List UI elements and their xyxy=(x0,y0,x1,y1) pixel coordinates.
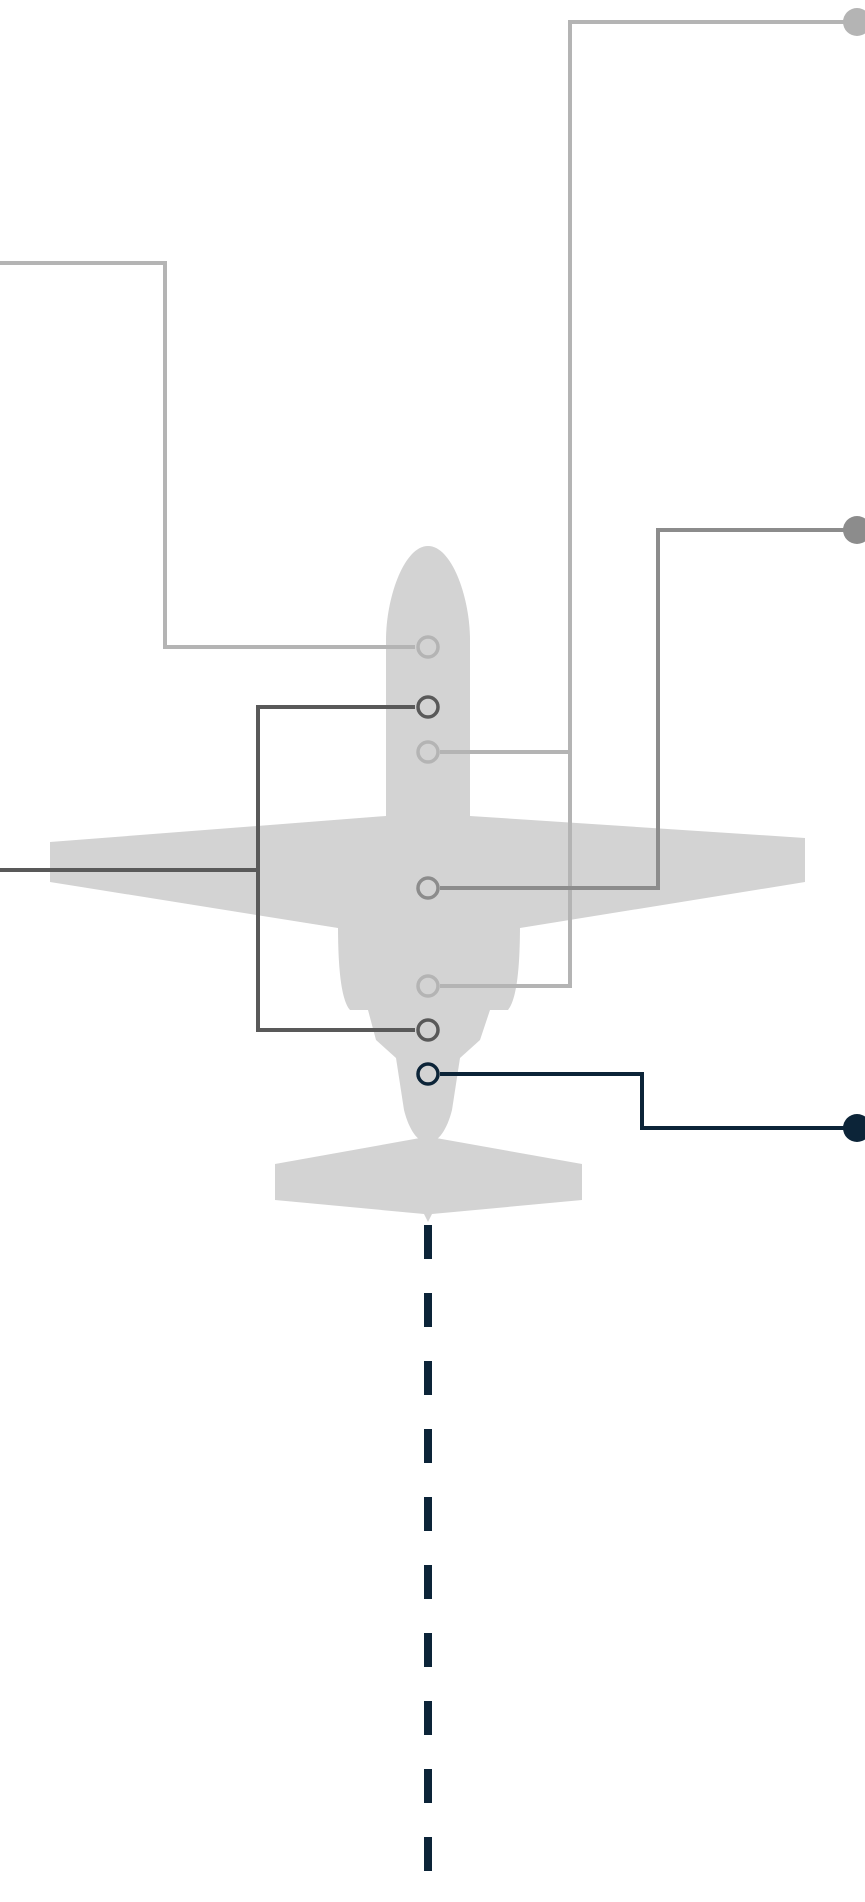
callout-line-wing-center xyxy=(440,528,855,890)
endpoint-aft-fuselage xyxy=(843,8,865,36)
marker-forward-fuselage xyxy=(416,695,440,719)
fuselage-forward xyxy=(386,546,470,818)
callout-line-nose-section xyxy=(0,261,415,649)
marker-wing-center xyxy=(416,876,440,900)
endpoint-wing-center xyxy=(843,516,865,544)
marker-cockpit-area xyxy=(416,740,440,764)
airplane-top-view-icon xyxy=(50,546,805,1222)
marker-tail-cone xyxy=(416,1018,440,1042)
callout-line-aft-fuselage xyxy=(440,20,855,988)
horizontal-stabilizer xyxy=(275,1138,582,1222)
marker-nose-section xyxy=(416,635,440,659)
marker-empennage xyxy=(416,1062,440,1086)
endpoint-empennage xyxy=(843,1114,865,1142)
main-wing xyxy=(50,816,805,928)
mid-fuselage xyxy=(338,924,520,1142)
callout-line-empennage xyxy=(440,1072,855,1130)
marker-aft-fuselage xyxy=(416,974,440,998)
